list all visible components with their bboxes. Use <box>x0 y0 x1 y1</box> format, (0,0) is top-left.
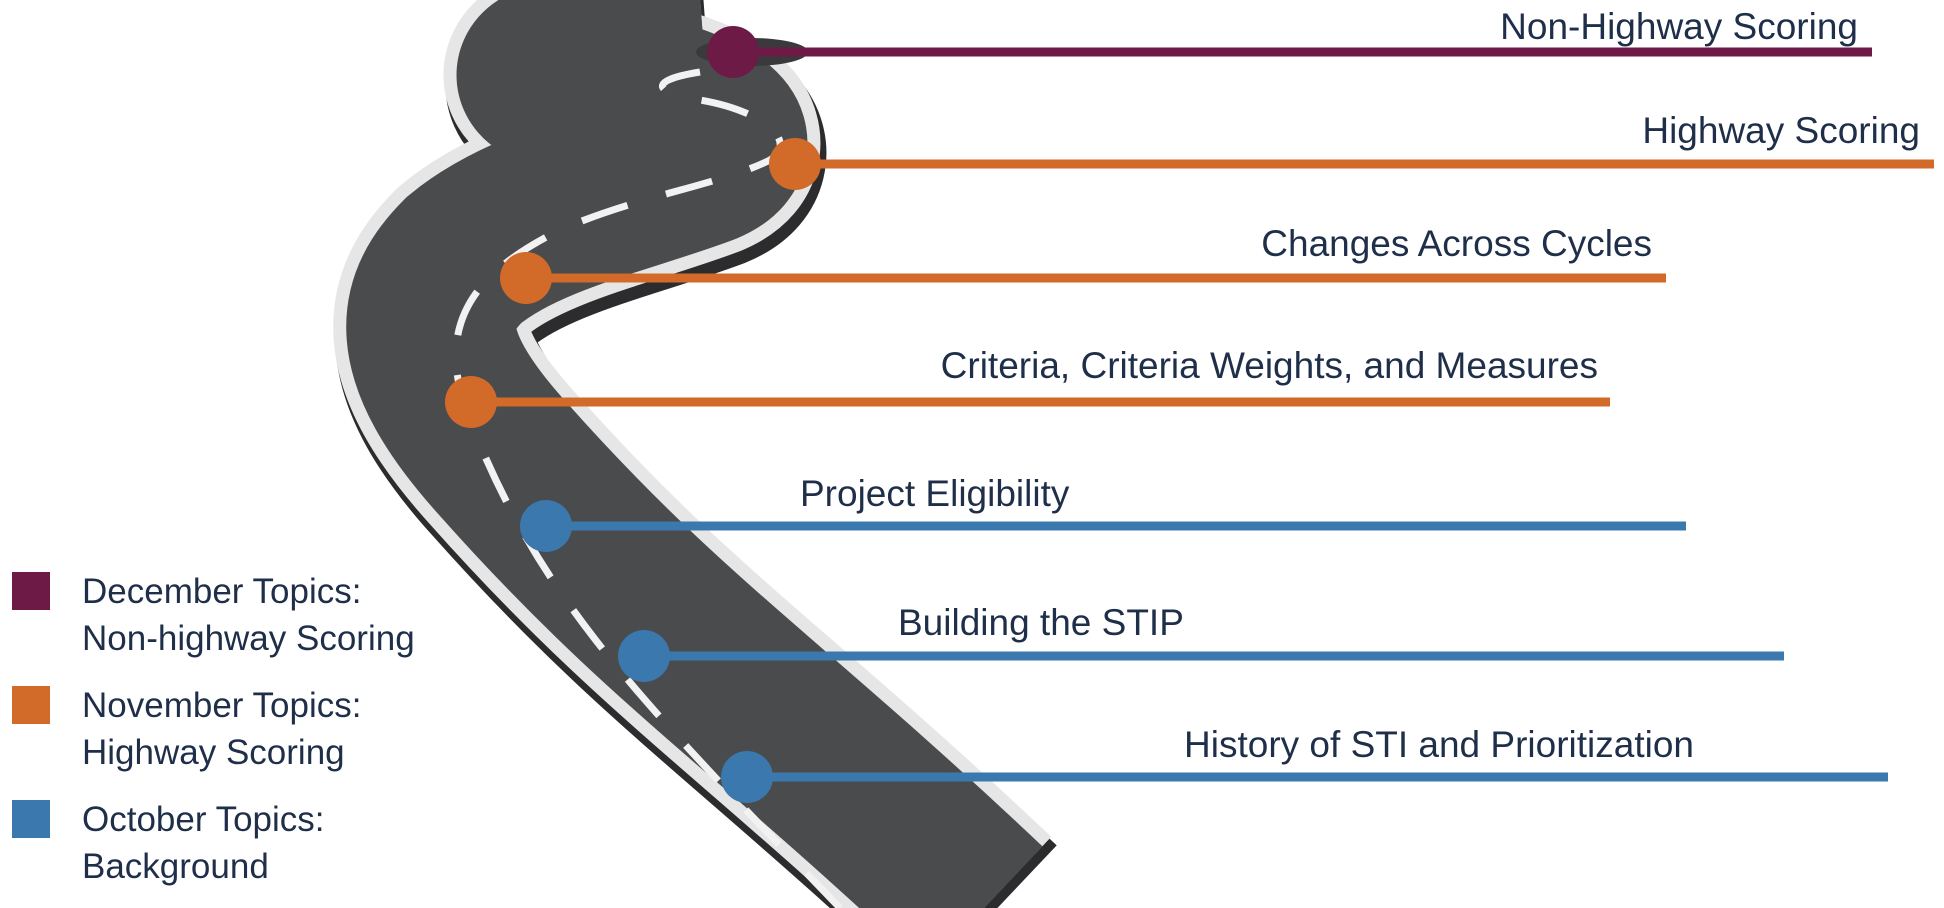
milestone-marker-building-the-stip <box>618 630 670 682</box>
milestone-label-project-eligibility: Project Eligibility <box>800 473 1070 514</box>
milestone-marker-project-eligibility <box>520 500 572 552</box>
milestone-label-criteria-weights-measures: Criteria, Criteria Weights, and Measures <box>940 345 1598 386</box>
legend-subtitle-october: Background <box>82 847 269 886</box>
legend-title-november: November Topics: <box>82 686 362 725</box>
road-edge-line <box>355 0 1037 908</box>
milestone-marker-criteria-weights-measures <box>445 376 497 428</box>
road-center-dashes <box>452 68 843 908</box>
legend-label-november: November Topics: Highway Scoring <box>82 682 361 776</box>
milestone-marker-history-sti-prioritization <box>721 751 773 803</box>
legend-swatch-october <box>12 800 50 838</box>
legend-subtitle-december: Non-highway Scoring <box>82 619 415 658</box>
legend-swatch-december <box>12 572 50 610</box>
milestone-label-history-sti-prioritization: History of STI and Prioritization <box>1184 724 1694 765</box>
milestone-label-highway-scoring: Highway Scoring <box>1642 110 1920 151</box>
milestone-marker-changes-across-cycles <box>500 252 552 304</box>
milestone-marker-highway-scoring <box>769 138 821 190</box>
milestone-marker-non-highway-scoring <box>707 26 759 78</box>
legend-subtitle-november: Highway Scoring <box>82 733 345 772</box>
legend-title-october: October Topics: <box>82 800 325 839</box>
milestone-label-non-highway-scoring: Non-Highway Scoring <box>1500 6 1858 47</box>
legend-label-december: December Topics: Non-highway Scoring <box>82 568 415 662</box>
milestone-label-building-the-stip: Building the STIP <box>898 602 1184 643</box>
milestone-label-changes-across-cycles: Changes Across Cycles <box>1261 223 1652 264</box>
legend-label-october: October Topics: Background <box>82 796 325 890</box>
legend-title-december: December Topics: <box>82 572 362 611</box>
legend-swatch-november <box>12 686 50 724</box>
